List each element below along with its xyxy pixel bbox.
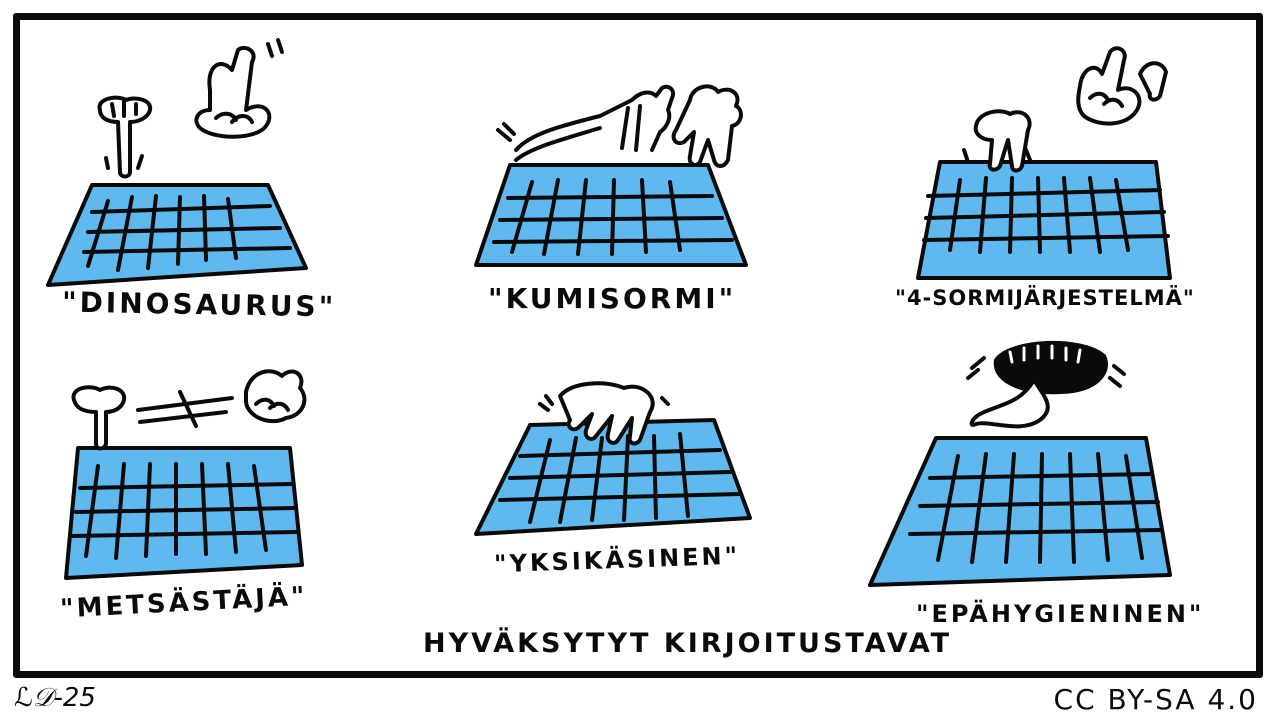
pointing-finger-fast-motion-icon bbox=[71, 369, 307, 451]
label-4-sormijarjestelma: "4-SORMIJÄRJESTELMÄ" bbox=[895, 286, 1195, 310]
comic-frame bbox=[13, 13, 1263, 678]
comic-title: HYVÄKSYTYT KIRJOITUSTAVAT bbox=[423, 628, 953, 659]
keyboard-3 bbox=[916, 160, 1172, 280]
single-claw-hand-icon bbox=[538, 381, 670, 446]
keyboard-1 bbox=[46, 183, 308, 287]
label-kumisormi: "KUMISORMI" bbox=[488, 282, 737, 315]
label-epahygieninen: "EPÄHYGIENINEN" bbox=[916, 600, 1205, 628]
two-finger-hands-icon bbox=[962, 46, 1168, 173]
label-dinosaurus: "DINOSAURUS" bbox=[61, 285, 337, 324]
keyboard-2 bbox=[474, 163, 748, 267]
licking-mouth-icon bbox=[966, 340, 1126, 429]
keyboard-4 bbox=[64, 446, 304, 580]
stretched-arm-hand-icon bbox=[496, 84, 675, 162]
artist-signature: ℒ𝒟-25 bbox=[14, 683, 96, 713]
license-text: CC BY-SA 4.0 bbox=[1053, 683, 1258, 716]
two-pointing-fingers-icon bbox=[194, 38, 284, 139]
pointing-finger-icon bbox=[97, 95, 153, 179]
open-hand-icon bbox=[671, 84, 743, 168]
keyboard-6 bbox=[868, 436, 1172, 587]
keyboard-5 bbox=[474, 418, 752, 536]
